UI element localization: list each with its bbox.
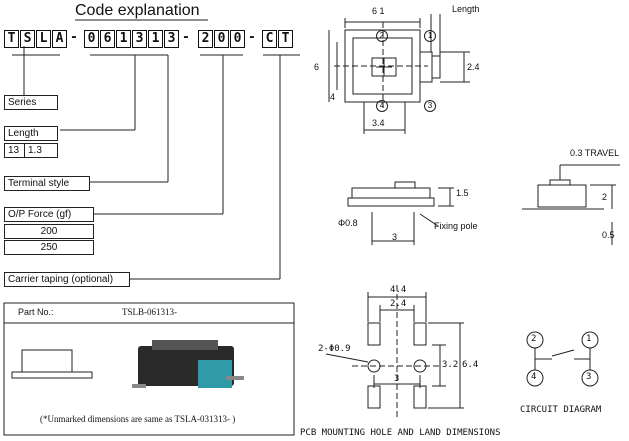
code-title: Code explanation bbox=[75, 2, 200, 19]
code-char: S bbox=[20, 30, 35, 48]
op-force-value: 250 bbox=[4, 240, 94, 255]
length-box: Length bbox=[4, 126, 58, 141]
code-char: 0 bbox=[214, 30, 229, 48]
op-force-box: O/P Force (gf) bbox=[4, 207, 94, 222]
code-char: L bbox=[36, 30, 51, 48]
land-br bbox=[413, 385, 427, 409]
travel-label: 0.3 TRAVEL bbox=[570, 148, 620, 158]
pcb-dim-v-outer: 6.4 bbox=[462, 360, 479, 370]
code-char: T bbox=[4, 30, 19, 48]
part-no-label: Part No.: bbox=[18, 307, 54, 317]
part-no-value: TSLB-061313- bbox=[122, 307, 177, 317]
side-dim-hole: Φ0.8 bbox=[338, 218, 358, 228]
code-char: C bbox=[262, 30, 277, 48]
code-char: 0 bbox=[230, 30, 245, 48]
code-char: 3 bbox=[164, 30, 179, 48]
code-char: 6 bbox=[100, 30, 115, 48]
top-dim-inner-height: 4 bbox=[330, 92, 336, 102]
land-bl bbox=[367, 385, 381, 409]
top-pin-4: 4 bbox=[376, 100, 388, 112]
circuit-pin-label-1: 1 bbox=[586, 334, 592, 344]
end-dim-height: 2 bbox=[602, 192, 608, 202]
circuit-pin-label-4: 4 bbox=[531, 372, 537, 382]
side-view-body bbox=[351, 187, 431, 199]
code-char: A bbox=[52, 30, 67, 48]
land-tl bbox=[367, 322, 381, 346]
pcb-dim-spacing: 3 bbox=[394, 374, 400, 384]
circuit-caption: CIRCUIT DIAGRAM bbox=[520, 405, 602, 415]
length-value: 13 bbox=[4, 143, 26, 158]
terminal-style-box: Terminal style bbox=[4, 176, 90, 191]
code-char: T bbox=[278, 30, 293, 48]
op-force-value: 200 bbox=[4, 224, 94, 239]
code-char: 1 bbox=[116, 30, 131, 48]
code-dash: - bbox=[248, 30, 256, 45]
top-length-label: Length bbox=[452, 4, 480, 14]
length-value: 1.3 bbox=[24, 143, 58, 158]
top-dim-width: 6 1 bbox=[372, 6, 385, 16]
code-char: 0 bbox=[84, 30, 99, 48]
top-pin-2: 2 bbox=[376, 30, 388, 42]
product-photo-actuator bbox=[198, 360, 232, 388]
code-char: 3 bbox=[132, 30, 147, 48]
pcb-hole-label: 2-Φ0.9 bbox=[318, 344, 351, 354]
pcb-caption: PCB MOUNTING HOLE AND LAND DIMENSIONS bbox=[300, 428, 501, 438]
top-pin-3: 3 bbox=[424, 100, 436, 112]
land-tr bbox=[413, 322, 427, 346]
carrier-box: Carrier taping (optional) bbox=[4, 272, 130, 287]
circuit-pin-label-3: 3 bbox=[586, 372, 592, 382]
top-dim-length: 2.4 bbox=[467, 62, 480, 72]
end-dim-base: 0.5 bbox=[602, 230, 615, 240]
top-dim-height: 6 bbox=[314, 62, 320, 72]
code-char: 1 bbox=[148, 30, 163, 48]
part-panel-note: (*Unmarked dimensions are same as TSLA-0… bbox=[40, 414, 236, 424]
pcb-dim-v-inner: 3.2 bbox=[442, 360, 459, 370]
pcb-dim-inner: 2.4 bbox=[390, 299, 407, 309]
series-box: Series bbox=[4, 95, 58, 110]
code-char: 2 bbox=[198, 30, 213, 48]
code-dash: - bbox=[70, 30, 78, 45]
fixing-pole-label: Fixing pole bbox=[434, 221, 478, 231]
side-dim-height: 1.5 bbox=[456, 188, 469, 198]
top-pin-1: 1 bbox=[424, 30, 436, 42]
top-dim-bottom: 3.4 bbox=[372, 118, 385, 128]
part-panel-frame bbox=[3, 302, 295, 436]
code-dash: - bbox=[182, 30, 190, 45]
pcb-dim-outer: 4.4 bbox=[390, 285, 407, 295]
circuit-pin-label-2: 2 bbox=[531, 334, 537, 344]
end-view-body bbox=[537, 184, 587, 208]
side-dim-spacing: 3 bbox=[392, 232, 398, 242]
